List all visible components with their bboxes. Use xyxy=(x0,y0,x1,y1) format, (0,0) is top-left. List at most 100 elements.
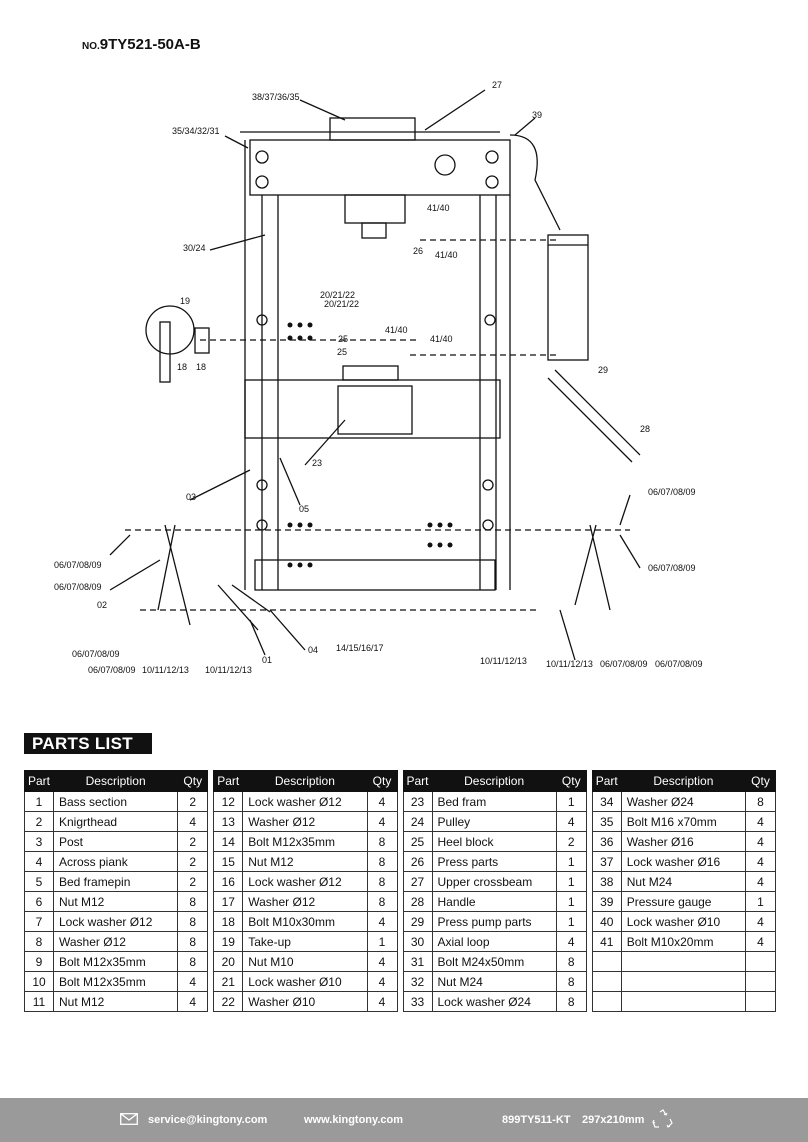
part-number: 7 xyxy=(24,911,54,932)
part-qty: 4 xyxy=(177,971,209,992)
footer-email[interactable]: service@kingtony.com xyxy=(148,1114,268,1126)
label-41-40-d: 41/40 xyxy=(430,334,453,344)
part-qty: 4 xyxy=(555,931,587,952)
part-number: 23 xyxy=(402,791,433,812)
part-qty: 1 xyxy=(366,931,398,952)
label-01: 01 xyxy=(262,655,272,665)
label-38-37-36-35: 38/37/36/35 xyxy=(252,92,300,102)
part-qty: 8 xyxy=(177,951,209,972)
mail-icon xyxy=(120,1113,138,1125)
part-number: 20 xyxy=(213,951,244,972)
part-qty xyxy=(745,951,776,972)
part-number: 10 xyxy=(24,971,54,992)
label-06-07-08-09-l2: 06/07/08/09 xyxy=(54,582,102,592)
part-qty: 2 xyxy=(555,831,587,852)
description-header: Description xyxy=(620,770,747,792)
part-description: Press parts xyxy=(431,851,557,872)
part-number: 27 xyxy=(402,871,433,892)
part-qty: 4 xyxy=(177,811,209,832)
label-02: 02 xyxy=(97,600,107,610)
part-description: Upper crossbeam xyxy=(431,871,557,892)
model-prefix: NO. xyxy=(82,41,100,52)
label-04: 04 xyxy=(308,645,318,655)
part-number: 33 xyxy=(402,991,433,1012)
footer-website[interactable]: www.kingtony.com xyxy=(304,1114,404,1126)
qty-header: Qty xyxy=(177,770,209,792)
part-number: 26 xyxy=(402,851,433,872)
table-row xyxy=(591,991,776,1012)
part-description: Across piank xyxy=(52,851,179,872)
part-number: 18 xyxy=(213,911,244,932)
crossbeam-bolts xyxy=(329,117,416,141)
part-qty: 1 xyxy=(555,871,587,892)
qty-header: Qty xyxy=(555,770,587,792)
part-description: Washer Ø24 xyxy=(620,791,747,812)
part-number: 6 xyxy=(24,891,54,912)
part-number: 38 xyxy=(591,871,622,892)
part-description: Handle xyxy=(431,891,557,912)
part-description: Washer Ø16 xyxy=(620,831,747,852)
part-number: 11 xyxy=(24,991,54,1012)
label-06-07-08-09-r3: 06/07/08/09 xyxy=(600,659,648,669)
exploded-diagram: 38/37/36/35 27 39 35/34/32/31 41/40 26 4… xyxy=(54,80,703,675)
part-qty: 8 xyxy=(555,971,587,992)
part-description: Lock washer Ø10 xyxy=(242,971,368,992)
label-20-21-22-b: 20/21/22 xyxy=(324,299,359,309)
part-description: Nut M10 xyxy=(242,951,368,972)
part-number: 32 xyxy=(402,971,433,992)
part-qty: 4 xyxy=(745,871,776,892)
part-header: Part xyxy=(213,770,244,792)
part-number: 24 xyxy=(402,811,433,832)
part-number: 2 xyxy=(24,811,54,832)
label-06-07-08-09-l3: 06/07/08/09 xyxy=(72,649,120,659)
part-qty: 4 xyxy=(745,931,776,952)
part-number: 22 xyxy=(213,991,244,1012)
part-description: Bolt M16 x70mm xyxy=(620,811,747,832)
model-number-text: 9TY521-50A-B xyxy=(99,36,201,53)
label-06-07-08-09-r2: 06/07/08/09 xyxy=(648,563,696,573)
part-header: Part xyxy=(591,770,622,792)
label-41-40-b: 41/40 xyxy=(435,250,458,260)
label-03: 03 xyxy=(186,492,196,502)
label-41-40-c: 41/40 xyxy=(385,325,408,335)
part-description: Axial loop xyxy=(431,931,557,952)
part-description: Lock washer Ø12 xyxy=(242,791,368,812)
parts-list-title: PARTS LIST xyxy=(24,733,152,754)
part-description: Bolt M12x35mm xyxy=(52,971,179,992)
label-23: 23 xyxy=(312,458,322,468)
part-description: Bolt M12x35mm xyxy=(242,831,368,852)
part-qty: 8 xyxy=(555,951,587,972)
label-41-40-a: 41/40 xyxy=(427,203,450,213)
part-number xyxy=(591,951,622,972)
part-number: 5 xyxy=(24,871,54,892)
part-description: Lock washer Ø10 xyxy=(620,911,747,932)
part-header: Part xyxy=(24,770,54,792)
part-description: Bolt M24x50mm xyxy=(431,951,557,972)
part-description: Take-up xyxy=(242,931,368,952)
part-number: 30 xyxy=(402,931,433,952)
part-qty: 4 xyxy=(177,991,209,1012)
recycle-icon xyxy=(652,1109,673,1128)
part-number: 29 xyxy=(402,911,433,932)
part-qty: 2 xyxy=(177,851,209,872)
part-qty: 2 xyxy=(177,871,209,892)
label-29: 29 xyxy=(598,365,608,375)
